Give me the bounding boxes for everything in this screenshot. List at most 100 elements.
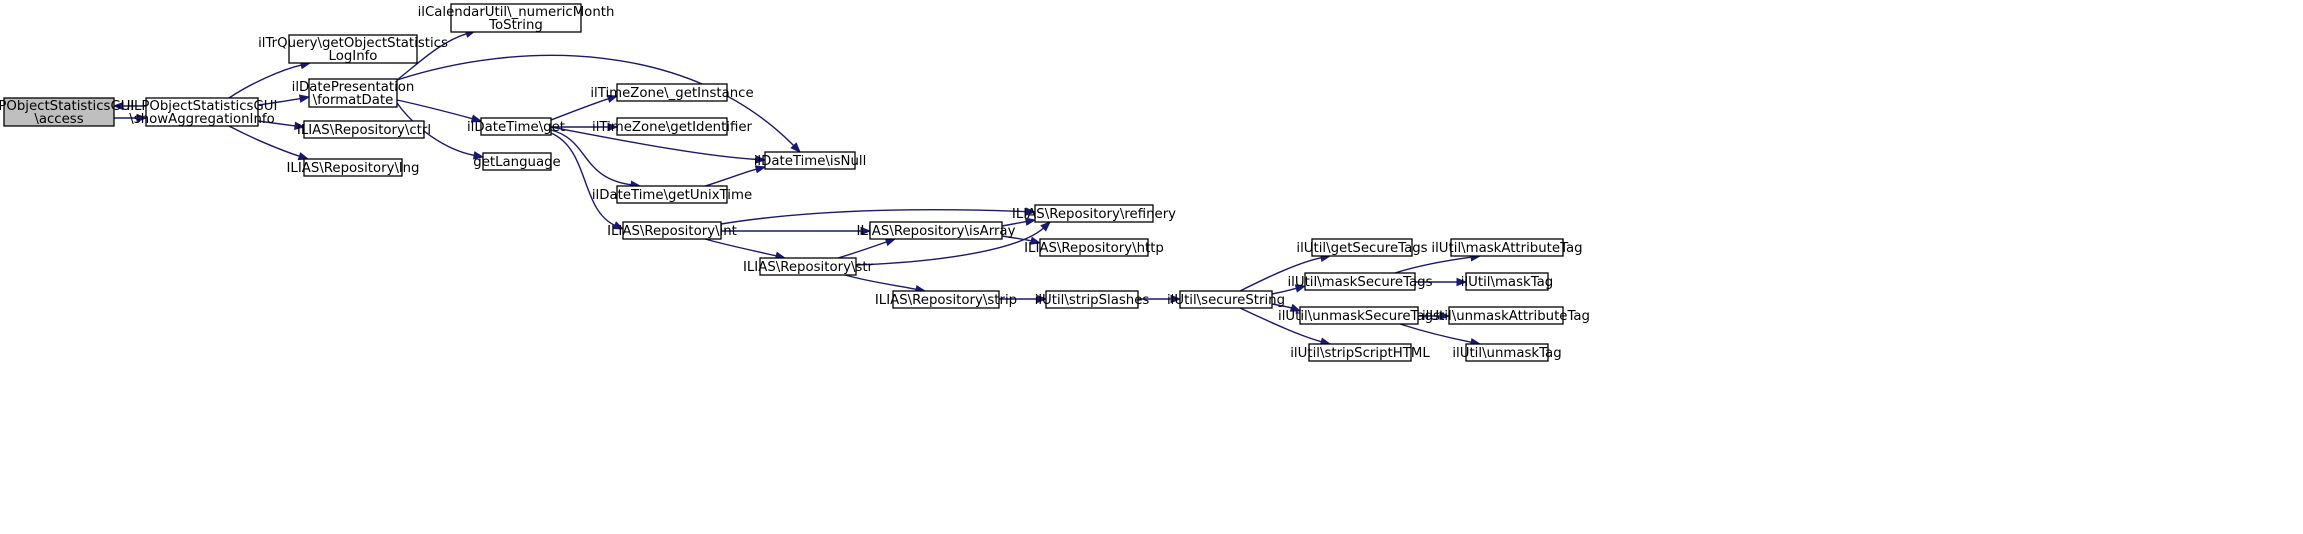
edge-repoStr-to-strip [844, 274, 927, 294]
edge-dtget-to-tzIdent [551, 122, 619, 132]
node-isArray[interactable]: ILIAS\Repository\isArray [857, 221, 1016, 240]
node-strip[interactable]: ILIAS\Repository\strip [875, 290, 1017, 309]
node-unmaskAttrTag-label-0: ilUtil\unmaskAttributeTag [1422, 309, 1590, 324]
node-unmaskSecureTags-label-0: ilUtil\unmaskSecureTags [1278, 309, 1440, 324]
node-maskTag[interactable]: ilUtil\maskTag [1461, 272, 1553, 291]
edge-strip-to-stripSlashes [999, 294, 1048, 304]
node-http-label-0: ILIAS\Repository\http [1024, 241, 1164, 256]
edge-secureString-to-maskSecureTags [1271, 284, 1307, 295]
node-isNull[interactable]: ilDateTime\isNull [754, 151, 867, 170]
edge-isArray-to-http-arrowhead [1029, 236, 1042, 245]
node-getLanguage-box [482, 152, 552, 171]
node-trquery-label-0: ilTrQuery\getObjectStatistics [258, 36, 448, 51]
node-ctrl[interactable]: ILIAS\Repository\ctrl [297, 120, 431, 139]
edge-secureString-to-getSecureTags-line [1239, 256, 1323, 292]
node-http[interactable]: ILIAS\Repository\http [1024, 238, 1164, 257]
edge-formatDate-to-dtget-arrowhead [470, 114, 483, 123]
edge-dtget-to-repoInt-line [550, 132, 616, 227]
node-stripSlashes[interactable]: ilUtil\stripSlashes [1035, 290, 1150, 309]
edge-formatDate-to-getLanguage-arrowhead [472, 151, 485, 160]
node-maskAttrTag-box [1450, 238, 1564, 257]
edge-showAgg-to-ctrl [257, 120, 306, 131]
node-getSecureTags-box [1311, 238, 1413, 257]
edge-showAgg-to-lng-line [228, 125, 301, 158]
node-access-box [3, 97, 115, 127]
node-trquery-box [288, 34, 418, 64]
edge-isArray-to-http [1001, 235, 1042, 245]
node-refinery-label-0: ILIAS\Repository\refinery [1012, 207, 1176, 222]
node-stripScript[interactable]: ilUtil\stripScriptHTML [1290, 343, 1430, 362]
node-getSecureTags-label-0: ilUtil\getSecureTags [1296, 241, 1427, 256]
node-isArray-label-0: ILIAS\Repository\isArray [857, 224, 1016, 239]
edge-formatDate-to-getLanguage-line [396, 102, 476, 157]
node-tzIdent[interactable]: ilTimeZone\getIdentifier [592, 117, 753, 136]
edge-formatDate-to-calendar-line [396, 32, 468, 81]
edge-formatDate-to-isNull-line [396, 54, 795, 147]
node-http-box [1039, 238, 1149, 257]
edge-showAgg-to-trquery-line [228, 64, 303, 99]
nodes-layer: ilLPObjectStatisticsGUI\accessilLPObject… [0, 3, 1590, 362]
edge-secureString-to-unmaskSecureTags-arrowhead [1289, 303, 1302, 312]
node-ctrl-box [303, 120, 425, 139]
node-repoStr[interactable]: ILIAS\Repository\str [743, 257, 874, 276]
node-unmaskAttrTag[interactable]: ilUtil\unmaskAttributeTag [1422, 306, 1590, 325]
node-calendar-label-0: ilCalendarUtil\_numericMonth [418, 5, 615, 20]
node-tzIdent-label-0: ilTimeZone\getIdentifier [592, 120, 753, 135]
node-dtget-label-0: ilDateTime\get [467, 120, 565, 135]
node-secureString[interactable]: ilUtil\secureString [1167, 290, 1285, 309]
node-showAgg-box [145, 97, 259, 127]
node-getSecureTags[interactable]: ilUtil\getSecureTags [1296, 238, 1428, 257]
node-unmaskSecureTags[interactable]: ilUtil\unmaskSecureTags [1278, 306, 1440, 325]
node-unmaskTag[interactable]: ilUtil\unmaskTag [1452, 343, 1562, 362]
edge-showAgg-to-lng-arrowhead [297, 152, 310, 161]
node-maskSecureTags[interactable]: ilUtil\maskSecureTags [1287, 272, 1433, 291]
node-showAgg[interactable]: ilLPObjectStatisticsGUI\showAggregationI… [127, 97, 278, 127]
node-access-label-1: \access [34, 112, 83, 127]
node-formatDate-label-0: ilDatePresentation [292, 80, 415, 95]
edge-showAgg-to-access-arrowhead [112, 101, 124, 111]
node-unixTime[interactable]: ilDateTime\getUnixTime [592, 185, 752, 204]
edge-dtget-to-tzInstance-arrowhead [606, 94, 619, 103]
node-formatDate[interactable]: ilDatePresentation\formatDate [292, 78, 415, 108]
edge-dtget-to-unixTime [550, 129, 642, 189]
edge-repoStr-to-refinery [855, 221, 1052, 266]
edge-unmaskSecureTags-to-unmaskTag-line [1399, 323, 1473, 344]
node-tzInstance-box [616, 83, 728, 102]
node-isArray-box [869, 221, 1003, 240]
node-tzInstance[interactable]: ilTimeZone\_getInstance [590, 83, 754, 102]
node-maskTag-label-0: ilUtil\maskTag [1461, 275, 1553, 290]
node-tzIdent-box [616, 117, 728, 136]
node-repoInt[interactable]: ILIAS\Repository\int [607, 221, 737, 240]
node-maskSecureTags-label-0: ilUtil\maskSecureTags [1287, 275, 1432, 290]
edge-repoInt-to-refinery-line [720, 208, 1028, 225]
edge-dtget-to-tzInstance [550, 94, 619, 121]
node-getLanguage-label-0: getLanguage [473, 155, 560, 170]
node-maskSecureTags-box [1304, 272, 1416, 291]
node-showAgg-label-1: \showAggregationInfo [129, 112, 274, 127]
node-getLanguage[interactable]: getLanguage [473, 152, 561, 171]
node-refinery-box [1034, 204, 1154, 223]
edge-maskSecureTags-to-maskTag [1415, 277, 1468, 287]
edge-formatDate-to-isNull-arrowhead [790, 142, 801, 153]
node-unmaskTag-label-0: ilUtil\unmaskTag [1452, 346, 1561, 361]
edge-unixTime-to-isNull-line [704, 168, 758, 187]
node-dtget-box [480, 117, 552, 136]
node-maskAttrTag-label-0: ilUtil\maskAttributeTag [1431, 241, 1582, 256]
edge-unmaskSecureTags-to-unmaskAttrTag [1418, 311, 1451, 321]
node-showAgg-label-0: ilLPObjectStatisticsGUI [127, 99, 278, 114]
node-lng[interactable]: ILIAS\Repository\lng [286, 158, 420, 177]
node-maskAttrTag[interactable]: ilUtil\maskAttributeTag [1431, 238, 1583, 257]
edge-unmaskSecureTags-to-unmaskAttrTag-arrowhead [1439, 311, 1451, 321]
node-stripSlashes-box [1045, 290, 1139, 309]
edge-showAgg-to-formatDate-arrowhead [298, 94, 311, 103]
edge-dtget-to-tzInstance-line [550, 97, 610, 121]
node-lng-box [303, 158, 403, 177]
node-formatDate-label-1: \formatDate [313, 93, 394, 108]
node-access-label-0: ilLPObjectStatisticsGUI [0, 99, 134, 114]
node-secureString-box [1179, 290, 1273, 309]
node-refinery[interactable]: ILIAS\Repository\refinery [1012, 204, 1176, 223]
node-dtget[interactable]: ilDateTime\get [467, 117, 565, 136]
